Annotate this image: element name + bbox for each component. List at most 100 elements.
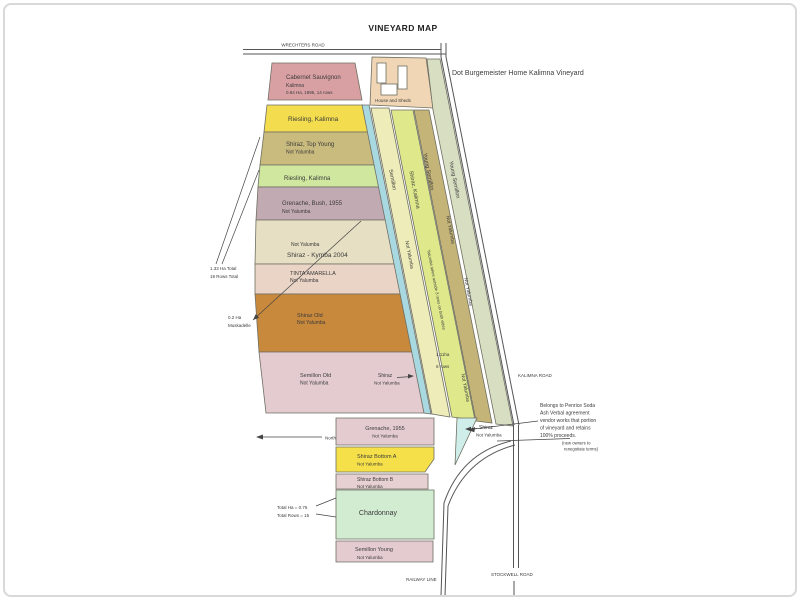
penrice-line-2: Ash Verbal agreement	[540, 411, 590, 417]
north-indicator: North	[256, 434, 337, 441]
west-totals-line-1: 1.33 Ha Total	[210, 266, 236, 271]
muskadelle-line-2: Muskadelle	[228, 323, 251, 328]
stockwell-road: STOCKWELL ROAD	[491, 425, 534, 596]
shiraz-kymba-label-2: Shiraz - Kymba 2004	[287, 252, 348, 259]
block-shiraz-bottom-a	[335, 446, 435, 473]
shiraz-kymba-label-1: Not Yalumba	[291, 242, 320, 248]
shiraz-triangle-group: Shiraz Not Yalumba	[454, 417, 502, 466]
shiraz-creek-arrowhead	[408, 374, 414, 379]
block-shiraz-old	[254, 293, 413, 353]
bottom-blocks: Grenache, 1955 Not Yalumba Shiraz Bottom…	[335, 417, 435, 563]
strip-semillon-sublabel: Not Yalumba	[403, 240, 414, 269]
kalimna-road-label: KALIMNA ROAD	[518, 373, 553, 378]
north-arrowhead	[256, 434, 263, 440]
cabernet-label-1: Cabernet Sauvignon	[286, 75, 341, 81]
neighbor-vineyard-label: Dot Burgemeister Home Kalimna Vineyard	[452, 70, 584, 77]
penrice-line-6: (new owners to	[562, 441, 591, 446]
annotation-bottom-totals: Total Ha = 0.76 Total Rows = 15	[277, 497, 337, 518]
chardonnay-label: Chardonnay	[359, 510, 398, 517]
bottom-totals-leader-1	[315, 497, 337, 507]
stockwell-road-label: STOCKWELL ROAD	[491, 572, 534, 577]
block-chardonnay	[335, 489, 435, 540]
shiraz-creek-label-2: Not Yalumba	[374, 381, 400, 386]
muskadelle-leader	[252, 220, 362, 321]
strip-shiraz-kalimna-sublabel: Not Yalumba	[459, 373, 470, 402]
cabernet-label-2: Kalimna	[286, 83, 304, 89]
strip-semillon-label: Semillon	[387, 169, 397, 191]
top-road-label: WRECHTERS ROAD	[281, 43, 325, 48]
block-semillon-old	[258, 351, 426, 414]
muskadelle-line-1: 0.2 Ha	[228, 315, 242, 320]
muskadelle-arrowhead	[253, 314, 260, 320]
house-and-sheds: House and Sheds	[369, 56, 434, 109]
annotation-west-totals: 1.33 Ha Total 19 Rows Total	[210, 136, 261, 279]
grenache-1955-label-1: Grenache, 1955	[365, 426, 404, 432]
building-1	[376, 62, 387, 84]
semillon-young-label-2: Not Yalumba	[357, 555, 383, 560]
block-shiraz-triangle	[454, 417, 478, 466]
shiraz-old-label-2: Not Yalumba	[297, 320, 326, 326]
creek-strip	[361, 104, 432, 415]
bottom-totals-line-1: Total Ha = 0.76	[277, 505, 308, 510]
block-shiraz-bottom-b	[335, 473, 429, 490]
kalimna-road: KALIMNA ROAD	[440, 56, 553, 426]
shiraz-old-label-1: Shiraz Old	[297, 313, 323, 319]
shiraz-triangle-label-1: Shiraz	[479, 425, 494, 431]
top-road: WRECHTERS ROAD	[243, 43, 447, 57]
west-blocks: Cabernet Sauvignon Kalimna 0.84 Ha, 1995…	[254, 62, 426, 414]
penrice-leader-1	[469, 420, 539, 430]
block-semillon-young	[335, 540, 434, 563]
grenache-1955-label-2: Not Yalumba	[372, 434, 398, 439]
riesling-upper-label: Riesling, Kalimna	[288, 116, 339, 123]
semillon-young-label-1: Semillon Young	[355, 547, 393, 553]
penrice-line-4: of vineyard and retains	[540, 426, 591, 432]
shiraz-creek-label-1: Shiraz	[378, 373, 393, 379]
annotation-penrice: Belongs to Penrice Soda Ash Verbal agree…	[468, 403, 599, 452]
kalimna-road-line-1	[440, 56, 515, 426]
grenache-bush-label-2: Not Yalumba	[282, 209, 311, 215]
railway-label: RAILWAY LINE	[406, 577, 437, 582]
shiraz-bottom-a-label-2: Not Yalumba	[357, 462, 383, 467]
semillon-old-label-1: Semillon Old	[300, 373, 331, 379]
shiraz-triangle-label-2: Not Yalumba	[476, 433, 502, 438]
block-shiraz-top-young	[259, 131, 376, 166]
penrice-line-5: 100% proceeds.	[540, 433, 576, 439]
tinta-amarella-label-2: Not Yalumba	[290, 278, 319, 284]
strip-semillon	[370, 107, 451, 418]
annotation-muskadelle: 0.2 Ha Muskadelle	[228, 220, 362, 328]
shiraz-bottom-b-label-2: Not Yalumba	[357, 484, 383, 489]
penrice-arrowhead	[468, 427, 475, 433]
strip-blocks: Semillon Not Yalumba Shiraz, Kalimna Yal…	[361, 58, 514, 427]
riesling-lower-label: Riesling, Kalimna	[284, 176, 331, 182]
shiraz-top-young-label-1: Shiraz, Top Young	[286, 142, 334, 148]
railway-curve-2	[444, 444, 516, 597]
strip-shiraz-kalimna-rows: 6 rows	[436, 364, 450, 369]
building-3	[380, 83, 398, 96]
north-label: North	[325, 436, 337, 441]
penrice-line-3: vendor works that portion	[540, 418, 596, 424]
shiraz-top-young-label-2: Not Yalumba	[286, 150, 315, 156]
penrice-line-7: renegotiate terms)	[564, 447, 599, 452]
strip-shiraz-kalimna-area: 1.11ha	[436, 352, 450, 357]
strip-ys-inner-sublabel: Not Yalumba	[444, 215, 455, 244]
grenache-bush-label-1: Grenache, Bush, 1955	[282, 201, 343, 207]
semillon-old-label-2: Not Yalumba	[300, 381, 329, 387]
shiraz-bottom-a-label-1: Shiraz Bottom A	[357, 454, 397, 460]
bottom-totals-leader-2	[315, 513, 337, 518]
shiraz-bottom-b-label-1: Shiraz Bottom B	[357, 477, 394, 483]
block-grenache-1955	[335, 417, 435, 446]
penrice-leader-2	[496, 438, 571, 442]
block-tinta-amarella	[254, 263, 402, 295]
west-totals-line-2: 19 Rows Total	[210, 274, 238, 279]
cabernet-label-3: 0.84 Ha, 1995, 14 rows	[286, 90, 333, 95]
railway-curve-1	[440, 440, 512, 597]
block-cabernet-sauvignon	[267, 62, 363, 101]
kalimna-road-line-2	[445, 56, 520, 426]
tinta-amarella-label-1: TINTA AMARELLA	[290, 271, 336, 277]
building-2	[397, 65, 408, 90]
strip-young-semillon-inner	[413, 109, 493, 424]
strip-ys-outer-sublabel: Not Yalumba	[462, 277, 473, 306]
railway: RAILWAY LINE	[406, 440, 516, 597]
